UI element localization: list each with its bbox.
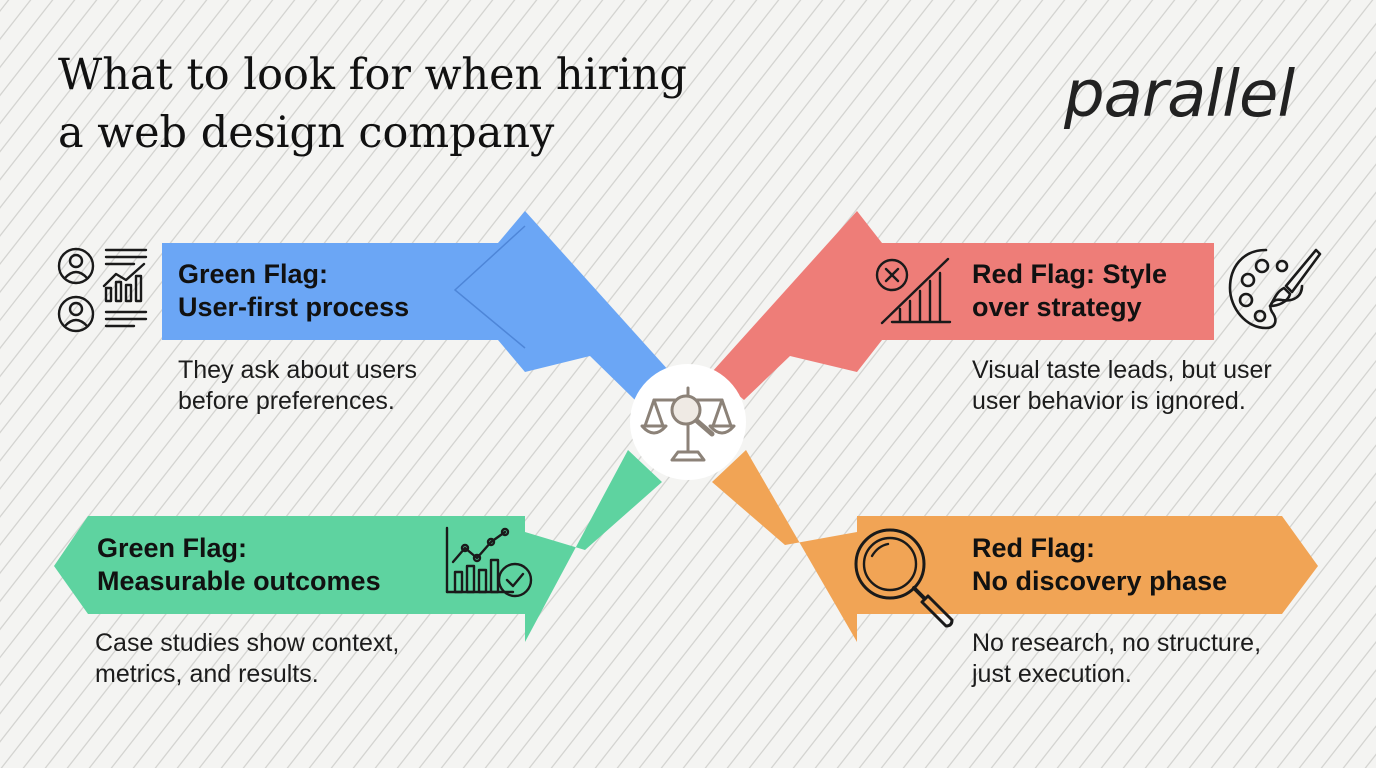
desc-style-over-strategy: Visual taste leads, but user user behavi… xyxy=(972,355,1272,417)
desc-user-first-line-1: They ask about users xyxy=(178,356,418,384)
palette-brush-icon xyxy=(1228,248,1322,330)
arrow-user-first-fold xyxy=(453,225,526,349)
label-user-first-line-1: Green Flag: xyxy=(178,259,329,289)
desc-measurable-line-1: Case studies show context, xyxy=(95,629,400,657)
desc-user-first: They ask about users before preferences. xyxy=(178,355,417,417)
desc-style-line-2: user behavior is ignored. xyxy=(972,387,1246,415)
brand-logo: parallel xyxy=(1064,58,1295,132)
desc-no-discovery: No research, no structure, just executio… xyxy=(972,628,1261,690)
label-measurable-outcomes: Green Flag: Measurable outcomes xyxy=(97,532,381,598)
label-style-line-1: Red Flag: Style xyxy=(972,259,1168,289)
label-style-line-2: over strategy xyxy=(972,292,1142,322)
label-no-discovery: Red Flag: No discovery phase xyxy=(972,532,1227,598)
arrow-style-over-strategy xyxy=(712,211,1214,400)
label-no-discovery-line-2: No discovery phase xyxy=(972,566,1228,596)
page-title: What to look for when hiring a web desig… xyxy=(58,46,818,162)
label-no-discovery-line-1: Red Flag: xyxy=(972,533,1096,563)
label-user-first: Green Flag: User-first process xyxy=(178,258,409,324)
scale-magnifier-icon xyxy=(640,386,736,462)
label-style-over-strategy: Red Flag: Style over strategy xyxy=(972,258,1167,324)
title-line-2: a web design company xyxy=(58,108,555,158)
chart-x-icon xyxy=(875,257,952,325)
chart-check-icon xyxy=(445,526,533,598)
desc-measurable-outcomes: Case studies show context, metrics, and … xyxy=(95,628,399,690)
desc-no-discovery-line-2: just execution. xyxy=(972,660,1132,688)
label-measurable-line-1: Green Flag: xyxy=(97,533,248,563)
arrow-no-discovery xyxy=(712,450,1318,642)
desc-measurable-line-2: metrics, and results. xyxy=(95,660,319,688)
magnifier-icon xyxy=(854,528,954,628)
desc-user-first-line-2: before preferences. xyxy=(178,387,395,415)
label-measurable-line-2: Measurable outcomes xyxy=(97,566,381,596)
arrow-user-first xyxy=(162,211,670,400)
desc-style-line-1: Visual taste leads, but user xyxy=(972,356,1272,384)
label-user-first-line-2: User-first process xyxy=(178,292,410,322)
title-line-1: What to look for when hiring xyxy=(58,50,687,100)
users-analytics-icon xyxy=(57,247,148,333)
desc-no-discovery-line-1: No research, no structure, xyxy=(972,629,1262,657)
